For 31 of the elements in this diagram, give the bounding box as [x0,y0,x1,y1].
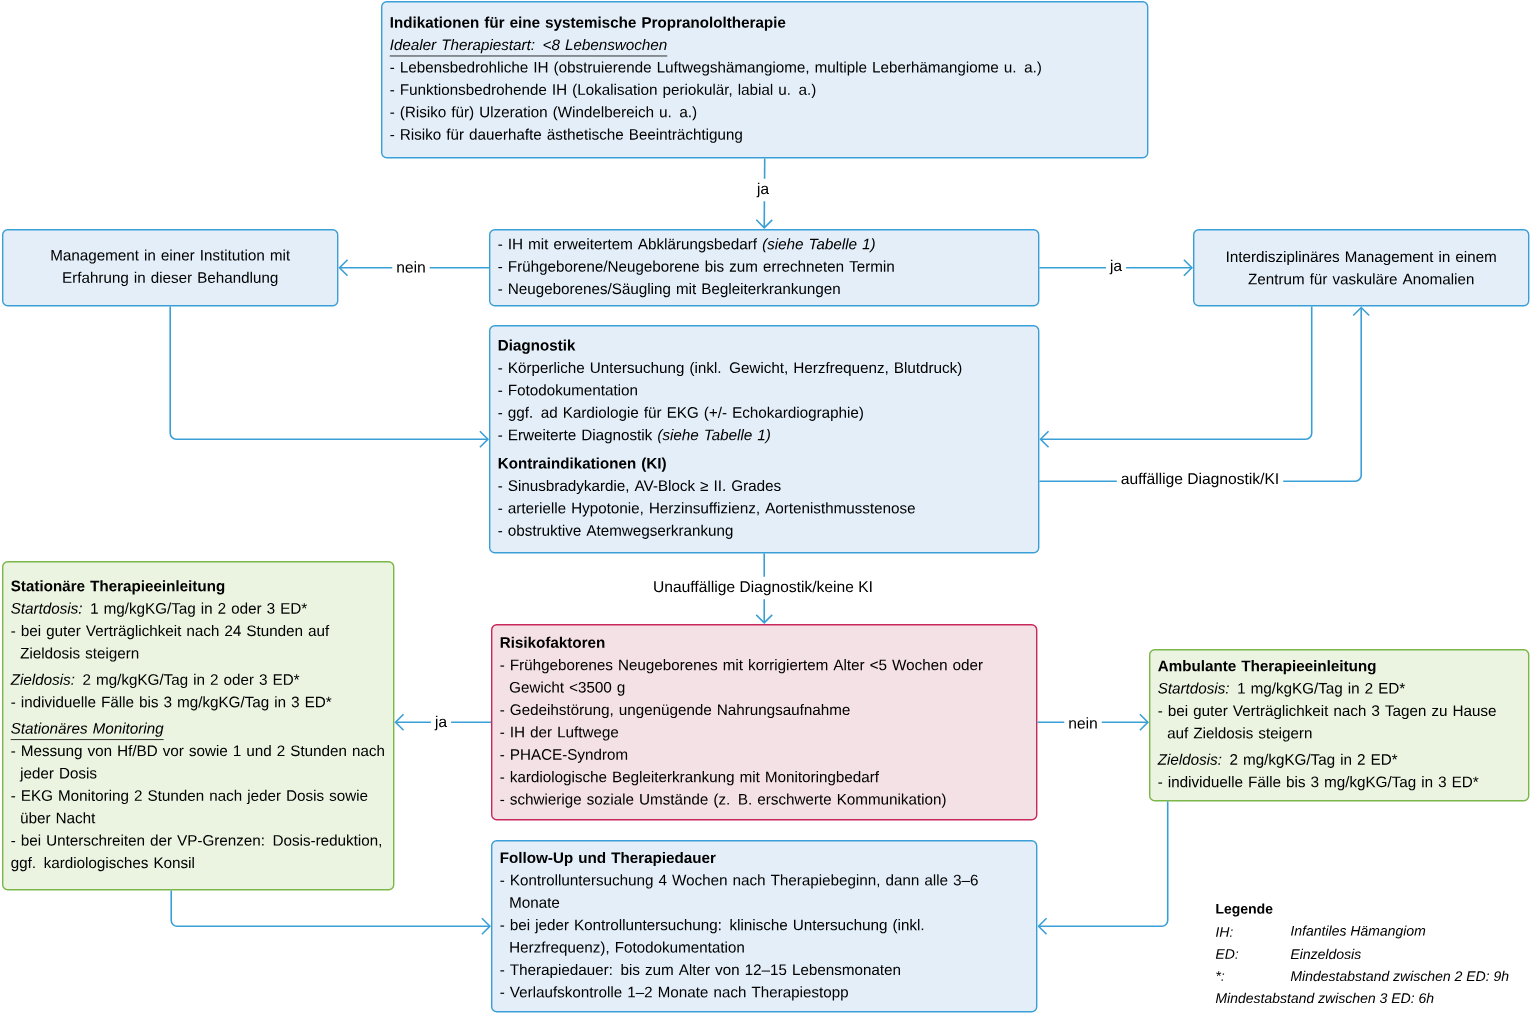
arrow [1037,800,1169,935]
arrow [394,713,492,731]
legend-text: Mindestabstand zwischen 3 ED: 6h [1215,992,1434,1004]
indication-box: Indikationen für eine systemische Propranololtherapie Idealer Therapiestart: <8 Lebenswochen - Lebensbedrohliche IH (obstruierende Luftwegshämangiome, multiple Leberhämangiome u. a.) - Funktionsbedrohende IH (Lokalisation periokulär, labial u. a.) - (Risiko für) Ulzeration (Windelbereich u. a.) - Risiko für dauerhafte ästhetische Beeinträchtigung [381,1,1149,159]
edge-label: nein [1064,713,1102,733]
legend-text: IH: [1216,927,1233,937]
legend-heading: Legende [1216,903,1273,917]
legend-text: *: [1216,971,1225,981]
legend-text: Mindestabstand zwischen 2 ED: 9h [1290,970,1509,982]
management-box: Interdisziplinäres Management in einem Zentrum für vaskuläre Anomalien [1193,229,1530,307]
legend-text: Einzeldosis [1290,948,1361,960]
edge-label: nein [392,257,430,277]
edge-label: ja [430,711,452,735]
arrow [1039,305,1313,448]
edge-label: Unauffällige Diagnostik/keine KI [649,576,877,600]
edge-label: ja [752,178,774,202]
diagnostics-box: Diagnostik - Körperliche Untersuchung (inkl. Gewicht, Herzfrequenz, Blutdruck) - Fotodokumentation - ggf. ad Kardiologie für EKG (+/- Echokardiographie) - Erweiterte Diagnostik (siehe Tabelle 1) Kontraindikationen (KI) - Sinusbradykardie, AV-Block ≥ II. Grades - arterielle Hypotonie, Herzinsuffizienz, Aortenisthmusstenose - obstruktive Atemwegserkrankung [489,325,1040,554]
legend-text: Infantiles Hämangiom [1291,925,1426,939]
arrow [755,157,774,229]
management-box: Management in einer Institution mit Erfahrung in dieser Behandlung [2,229,339,307]
follow-up-box: Follow-Up und Therapiedauer - Kontrolluntersuchung 4 Wochen nach Therapiebeginn, dann alle 3–6 Monate - bei jeder Kontrolluntersuchung: klinische Untersuchung (inkl. Herzfrequenz), Fotodokumentation - Therapiedauer: bis zum Alter von 12–15 Lebensmonaten - Verlaufskontrolle 1–2 Monate nach Therapiestopp [491,840,1038,1013]
therapy-box: Ambulante Therapieeinleitung Startdosis: 1 mg/kgKG/Tag in 2 ED* - bei guter Verträglichkeit nach 3 Tagen zu Hause auf Zieldosis steigern Zieldosis: 2 mg/kgKG/Tag in 2 ED* - individuelle Fälle bis 3 mg/kgKG/Tag in 3 ED* [1149,649,1530,802]
arrow [170,889,491,935]
therapy-box: Stationäre Therapieeinleitung Startdosis: 1 mg/kgKG/Tag in 2 oder 3 ED* - bei guter Verträglichkeit nach 24 Stunden auf Zieldosis steigern Zieldosis: 2 mg/kgKG/Tag in 2 oder 3 ED* - individuelle Fälle bis 3 mg/kgKG/Tag in 3 ED* Stationäres Monitoring - Messung von Hf/BD vor sowie 1 und 2 Stunden nach jeder Dosis - EKG Monitoring 2 Stunden nach jeder Dosis sowie über Nacht - bei Unterschreiten der VP-Grenzen: Dosis-reduktion, ggf. kardiologisches Konsil [2,561,395,891]
arrow [169,305,489,448]
legend-text: ED: [1215,949,1239,959]
edge-label: auffällige Diagnostik/KI [1116,468,1284,492]
risk-factors-box: Risikofaktoren - Frühgeborenes Neugeborenes mit korrigiertem Alter <5 Wochen oder Gewicht <3500 g - Gedeihstörung, ungenügende Nahrungsaufnahme - IH der Luftwege - PHACE-Syndrom - kardiologische Begleiterkrankung mit Monitoringbedarf - schwierige soziale Umstände (z. B. erschwerte Kommunikation) [491,624,1038,821]
criteria-box: - IH mit erweitertem Abklärungsbedarf (siehe Tabelle 1) - Frühgeborene/Neugeborene bis zum errechneten Termin - Neugeborenes/Säugling mit Begleiterkrankungen [489,229,1040,307]
edge-label: ja [1105,255,1127,279]
arrow [1038,258,1193,277]
